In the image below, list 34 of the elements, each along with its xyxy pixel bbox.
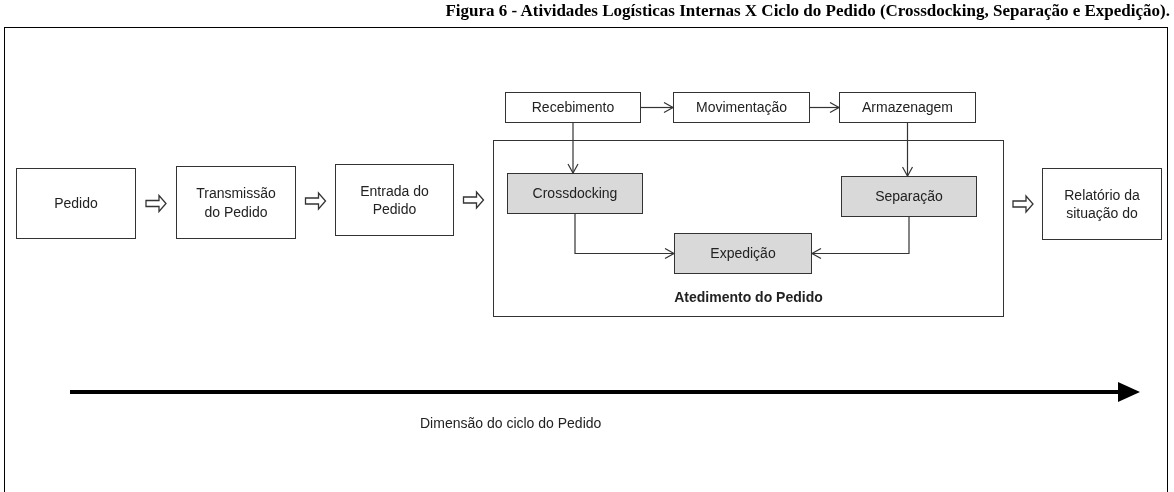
box-label: Relatório da situação do — [1063, 185, 1141, 223]
process-box — [1042, 168, 1162, 240]
process-box — [674, 233, 812, 274]
arrow — [640, 101, 674, 114]
figure-title: Figura 6 - Atividades Logísticas Internas X Ciclo do Pedido (Crossdocking, Separação e Expedição). — [445, 1, 1170, 21]
box-label: Transmissão do Pedido — [195, 184, 277, 221]
process-box — [16, 168, 136, 239]
arrow — [811, 216, 910, 260]
box-label: Armazenagem — [860, 98, 954, 117]
block-arrow — [462, 190, 485, 210]
process-box — [839, 92, 976, 123]
axis-label: Dimensão do ciclo do Pedido — [420, 415, 602, 431]
process-box — [335, 164, 454, 236]
block-arrow — [1012, 194, 1034, 214]
process-box — [673, 92, 810, 123]
process-box — [507, 173, 643, 214]
box-label: Crossdocking — [531, 184, 619, 203]
box-label: Pedido — [53, 194, 99, 213]
arrow — [901, 122, 914, 177]
process-box — [841, 176, 977, 217]
arrow — [567, 122, 579, 174]
block-arrow — [304, 191, 327, 211]
arrow — [809, 101, 840, 114]
box-label: Expedição — [709, 244, 777, 263]
box-label: Entrada do Pedido — [359, 181, 430, 219]
box-label: Separação — [874, 187, 944, 206]
group-label: Atedimento do Pedido — [673, 287, 824, 306]
box-label: Movimentação — [694, 98, 788, 117]
arrow — [574, 213, 675, 260]
process-box — [505, 92, 641, 123]
group-box — [493, 140, 1004, 317]
block-arrow — [145, 193, 167, 214]
process-box — [176, 166, 296, 239]
box-label: Recebimento — [530, 98, 616, 117]
